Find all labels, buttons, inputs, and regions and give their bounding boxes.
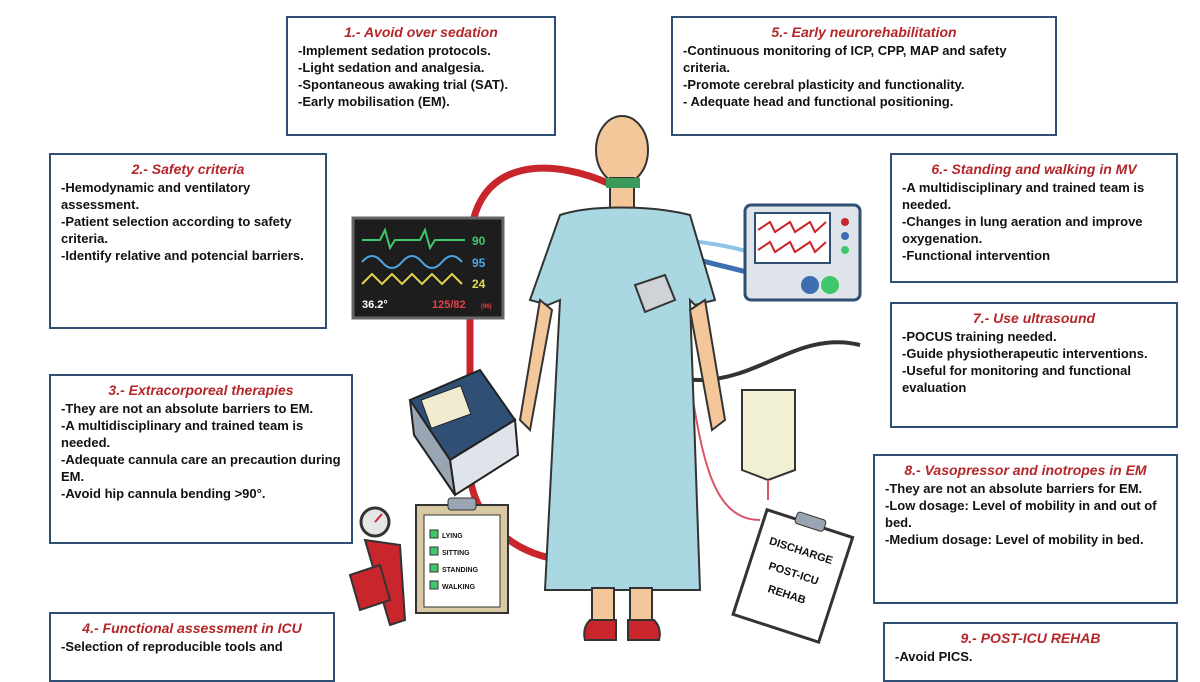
temp-value: 36.2° xyxy=(362,299,388,311)
box-line: -Changes in lung aeration and improve ox… xyxy=(902,214,1143,246)
box-standing-walking-mv: 6.- Standing and walking in MV -A multid… xyxy=(890,153,1178,283)
box-post-icu-rehab: 9.- POST-ICU REHAB -Avoid PICS. xyxy=(883,622,1178,682)
box-use-ultrasound: 7.- Use ultrasound -POCUS training neede… xyxy=(890,302,1178,428)
rr-value: 24 xyxy=(472,277,486,291)
ecmo-machine xyxy=(408,368,520,497)
box-line: -They are not an absolute barriers to EM… xyxy=(61,401,314,416)
box-title: 2.- Safety criteria xyxy=(131,161,245,177)
bp-value: 125/82 xyxy=(432,299,466,311)
box-line: -Avoid PICS. xyxy=(895,649,973,664)
box-avoid-over-sedation: 1.- Avoid over sedation -Implement sedat… xyxy=(286,16,556,136)
box-line: -Early mobilisation (EM). xyxy=(298,94,450,109)
box-line: -Useful for monitoring and functional ev… xyxy=(902,363,1131,395)
box-title: 8.- Vasopressor and inotropes in EM xyxy=(904,462,1147,478)
box-title: 5.- Early neurorehabilitation xyxy=(771,24,957,40)
box-line: -Light sedation and analgesia. xyxy=(298,60,485,75)
box-line: -POCUS training needed. xyxy=(902,329,1057,344)
discharge-clipboard: DISCHARGE POST-ICU REHAB xyxy=(731,507,855,645)
box-line: -Hemodynamic and ventilatory assessment. xyxy=(61,180,251,212)
right-leg xyxy=(629,587,653,625)
left-shoe xyxy=(583,619,617,641)
hospital-gown xyxy=(528,206,717,591)
box-title: 7.- Use ultrasound xyxy=(972,310,1096,326)
ventilator xyxy=(743,203,862,302)
mobility-clipboard: LYING SITTING STANDING WALKING xyxy=(415,497,509,614)
box-line: -Avoid hip cannula bending >90°. xyxy=(61,486,266,501)
box-extracorporeal-therapies: 3.- Extracorporeal therapies -They are n… xyxy=(49,374,353,544)
left-leg xyxy=(591,587,615,625)
box-line: -Spontaneous awaking trial (SAT). xyxy=(298,77,508,92)
box-title: 3.- Extracorporeal therapies xyxy=(108,382,294,398)
box-early-neurorehabilitation: 5.- Early neurorehabilitation -Continuou… xyxy=(671,16,1057,136)
box-safety-criteria: 2.- Safety criteria -Hemodynamic and ven… xyxy=(49,153,327,329)
left-arm xyxy=(518,298,554,433)
box-line: -Functional intervention xyxy=(902,248,1051,263)
box-line: -Promote cerebral plasticity and functio… xyxy=(683,77,965,92)
box-line: -Continuous monitoring of ICP, CPP, MAP … xyxy=(683,43,1007,75)
spo2-wave xyxy=(361,255,463,269)
map-value: (96) xyxy=(481,304,492,310)
ett-holder xyxy=(606,178,640,188)
ultrasound-probe xyxy=(633,273,677,314)
box-line: -Patient selection according to safety c… xyxy=(61,214,292,246)
clip-item-sitting: SITTING xyxy=(442,550,470,557)
box-line: -Medium dosage: Level of mobility in bed… xyxy=(885,532,1144,547)
clip-item-walking: WALKING xyxy=(442,584,476,591)
box-line: -Identify relative and potencial barrier… xyxy=(61,248,304,263)
clip-item-lying: LYING xyxy=(442,533,463,540)
box-line: -Low dosage: Level of mobility in and ou… xyxy=(885,498,1157,530)
box-line: -Implement sedation protocols. xyxy=(298,43,491,58)
clip-item-standing: STANDING xyxy=(442,567,479,574)
box-title: 9.- POST-ICU REHAB xyxy=(960,630,1101,646)
patient-head xyxy=(595,115,649,185)
box-functional-assessment: 4.- Functional assessment in ICU -Select… xyxy=(49,612,335,682)
hand-dynamometer xyxy=(348,506,407,627)
right-shoe xyxy=(627,619,661,641)
box-line: -Adequate cannula care an precaution dur… xyxy=(61,452,341,484)
vital-monitor: 90 95 24 36.2° 125/82 (96) xyxy=(351,216,505,320)
box-title: 6.- Standing and walking in MV xyxy=(931,161,1137,177)
patient xyxy=(518,115,727,641)
box-line: -A multidisciplinary and trained team is… xyxy=(902,180,1145,212)
box-line: -They are not an absolute barriers for E… xyxy=(885,481,1143,496)
resp-wave xyxy=(361,272,463,286)
box-title: 1.- Avoid over sedation xyxy=(344,24,498,40)
ecg-wave xyxy=(362,227,465,251)
box-line: -A multidisciplinary and trained team is… xyxy=(61,418,304,450)
hr-value: 90 xyxy=(472,234,486,248)
box-title: 4.- Functional assessment in ICU xyxy=(82,620,302,636)
iv-bag xyxy=(741,389,796,500)
box-line: -Selection of reproducible tools and xyxy=(61,639,283,654)
right-arm xyxy=(688,298,727,432)
box-vasopressor-inotropes: 8.- Vasopressor and inotropes in EM -The… xyxy=(873,454,1178,604)
spo2-value: 95 xyxy=(472,256,486,270)
box-line: - Adequate head and functional positioni… xyxy=(683,94,954,109)
box-line: -Guide physiotherapeutic interventions. xyxy=(902,346,1148,361)
